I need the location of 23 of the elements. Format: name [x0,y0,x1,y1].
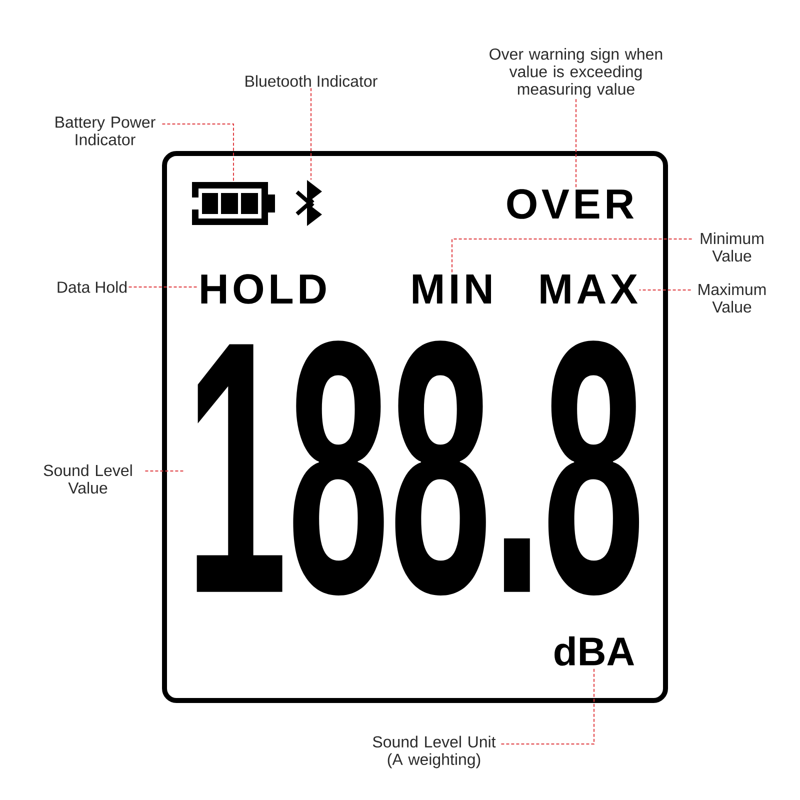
callout-label: Bluetooth Indicator [246,75,378,87]
leader-line [144,470,186,472]
bluetooth-icon [296,180,322,226]
leader-line [310,88,312,180]
callout-label: Sound Level Value [44,464,132,494]
indicator-label: HOLD [201,274,326,304]
callout-label: Sound Level Unit (A weighting) [372,736,496,768]
screen-frame [162,151,668,703]
unit-label: dBA [554,636,634,666]
leader-line [500,666,594,744]
indicator-label: MAX [540,274,638,304]
digit-display: 188.8 [196,340,640,596]
callout-label: Maximum Value [698,283,766,313]
leader-line [162,124,234,182]
callout-label: Minimum Value [700,232,764,262]
callout-label: Over warning sign when value is exceeding measuring value [490,48,662,98]
callout-label: Data Hold [58,281,127,293]
leader-line [452,238,692,274]
leader-line [128,286,198,288]
battery-icon [192,182,275,225]
indicator-label: MIN [412,274,491,304]
callout-label: Battery Power Indicator [56,116,156,146]
indicator-label: OVER [507,189,634,219]
